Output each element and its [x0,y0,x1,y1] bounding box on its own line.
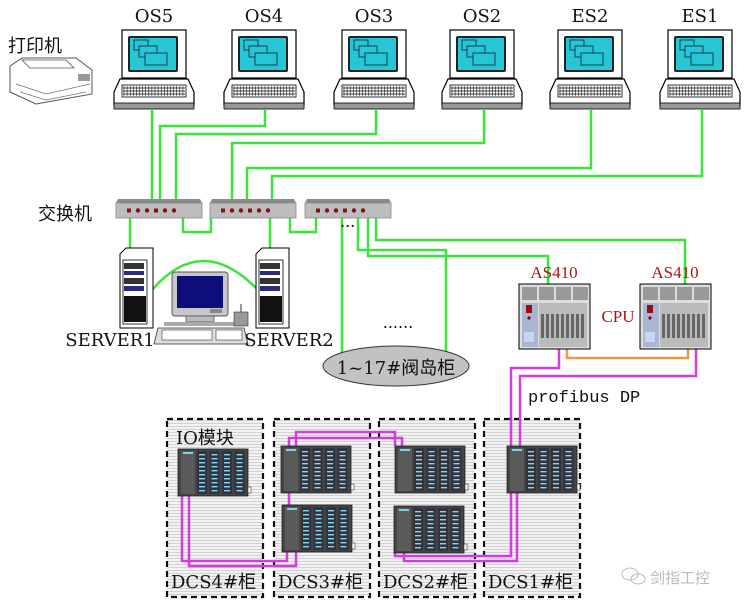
switch-ports-ellipsis: ... [340,212,355,231]
port-led [256,208,262,213]
cpu-sync-cable [565,349,690,360]
network-switch [304,199,392,219]
valve-island-ellipsis: ...... [383,313,414,332]
port-led [265,208,271,213]
as410-label: AS410 [651,263,698,282]
ethernet-cable-os3 [174,110,378,199]
profibus-label: profibus DP [528,389,640,408]
as410-label: AS410 [530,263,577,282]
workstation-label: OS2 [463,6,502,27]
server [119,247,154,329]
port-led [162,208,168,213]
cabinet-label: DCS1#柜 [488,572,573,593]
port-led [343,208,347,213]
workstation [223,29,305,110]
profibus-cable-b [518,349,698,449]
ethernet-cable-valve-island-b [356,218,448,355]
status-led [647,305,653,313]
ethernet-cable-es2 [245,110,593,199]
port-led [229,208,235,213]
io-rack [506,445,581,494]
ethernet-cable-as410-2 [374,218,687,285]
io-rack [280,445,355,494]
port-led [351,208,357,213]
operator-console [153,271,249,345]
status-led [526,305,532,313]
workstation-label: ES1 [682,6,719,27]
io-rack [393,505,468,554]
profibus-dcs2-dcs3-b [287,436,404,446]
workstation [549,29,631,110]
io-rack [394,445,469,494]
cabinet-label: DCS2#柜 [383,572,468,593]
io-module-label: IO模块 [176,428,234,449]
profibus-dcs1-dcs2-b [393,493,513,558]
network-switch [209,199,297,219]
ethernet-cable-os4 [158,110,267,199]
as410-controller [639,283,712,350]
ethernet-cable-as410-1 [366,218,550,285]
printer-label: 打印机 [8,36,62,57]
port-led [248,208,252,213]
server-label: SERVER1 [65,330,155,351]
io-rack [177,448,252,497]
switch-label: 交换机 [38,204,92,225]
as410-controller [518,283,591,350]
port-led [316,208,320,213]
port-led [154,208,158,213]
console-screen [177,276,223,308]
workstation-label: OS3 [355,6,394,27]
profibus-cable-a [509,349,561,449]
mouse-icon [233,311,249,327]
network-switch [115,199,203,219]
switch-link-1-2 [181,218,213,234]
switch-link-2-3 [288,218,318,234]
server-label: SERVER2 [244,330,334,351]
ethernet-cable-es1 [270,110,704,199]
workstation-label: OS5 [135,6,174,27]
port-led [333,208,339,213]
profibus-dcs3-dcs4-b [180,496,289,563]
cabinet-label: DCS3#柜 [278,572,363,593]
workstation [441,29,523,110]
port-led [127,208,131,213]
workstation [333,29,415,110]
ethernet-cable-os2 [230,110,486,199]
workstation-label: OS4 [245,6,284,27]
io-rack [281,504,356,553]
server-redundancy-link [151,259,259,291]
wechat-icon [621,567,646,585]
cpu-label: CPU [601,307,634,326]
workstation [113,29,195,110]
port-led [171,208,177,213]
port-led [360,208,366,213]
cabinet-label: DCS4#柜 [171,572,256,593]
port-led [144,208,150,213]
valve-island-label: 1~17#阀岛柜 [337,358,456,379]
workstation-label: ES2 [572,6,609,27]
printer-icon [9,57,93,105]
port-led [324,208,330,213]
port-led [135,208,141,213]
valve-island-node [322,345,470,387]
profibus-dcs3-dcs4-a [187,496,298,568]
watermark-text: 剑指工控 [650,569,710,587]
server [255,247,290,329]
port-led [238,208,244,213]
workstation [659,29,741,110]
port-led [221,208,225,213]
